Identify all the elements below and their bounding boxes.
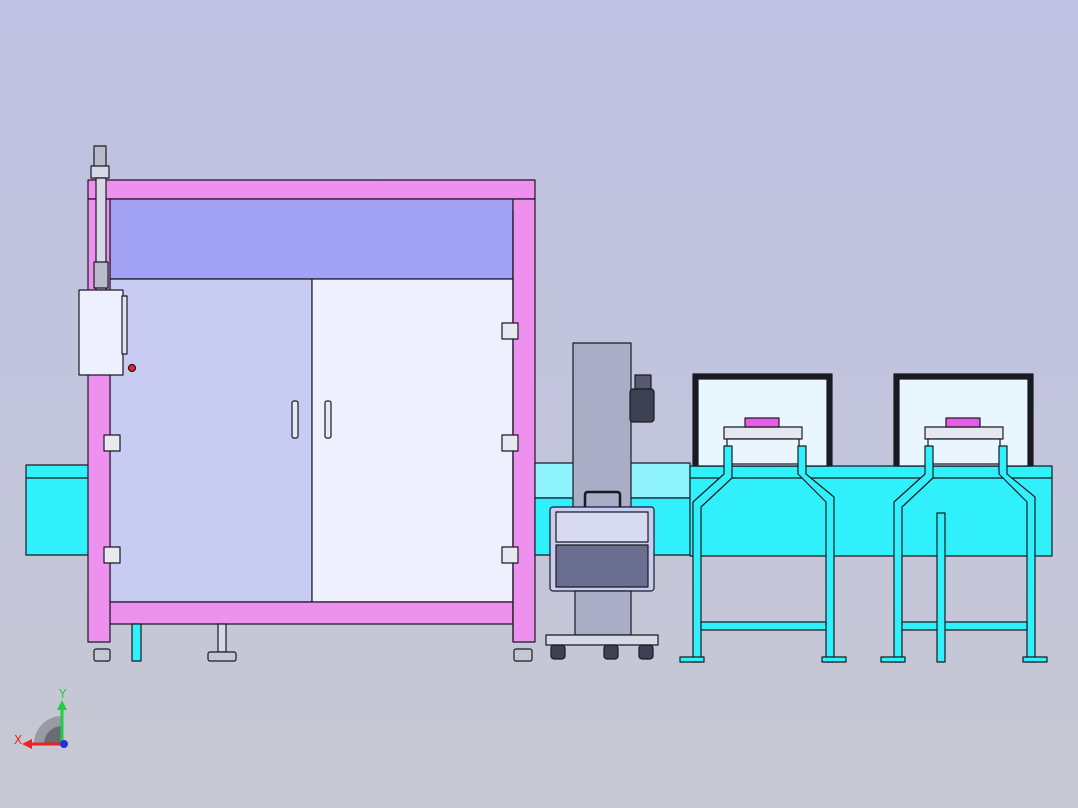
cabinet-leg-left <box>131 623 142 662</box>
labeler-dark-panel <box>555 544 649 588</box>
left-door-handle[interactable] <box>291 400 299 439</box>
hinge-left-mid <box>103 434 121 452</box>
cabinet-leveling-foot-2 <box>513 648 533 662</box>
control-box <box>78 289 137 376</box>
x-arrow-head <box>22 739 32 749</box>
right-door-handle[interactable] <box>324 400 332 439</box>
inspection-station-1 <box>679 373 847 663</box>
stand-center-post-2 <box>936 512 946 663</box>
cabinet-right-door[interactable] <box>311 278 514 603</box>
coordinate-triad[interactable]: Y X <box>12 686 82 752</box>
hinge-right-top <box>501 322 519 340</box>
labeler-motor <box>629 388 655 423</box>
hinge-right-low <box>501 546 519 564</box>
stand-crossbar-2 <box>901 621 1028 631</box>
labeler-cart-plate <box>545 634 659 646</box>
caster-right <box>638 644 654 660</box>
x-axis-label: X <box>14 733 22 747</box>
emergency-stop-button[interactable] <box>127 363 137 373</box>
pink-label-holder-2 <box>945 417 981 428</box>
cabinet-leveling-foot-0 <box>93 648 111 662</box>
cabinet-enclosure <box>87 179 536 662</box>
cabinet-left-door[interactable] <box>109 278 313 603</box>
z-axis-dot <box>60 740 68 748</box>
hinge-right-mid <box>501 434 519 452</box>
labeler-column <box>572 342 632 509</box>
vertical-rod-assembly <box>90 145 110 291</box>
cabinet-leveling-foot-1 <box>217 623 227 653</box>
y-arrow-head <box>57 700 67 710</box>
caster-mid <box>603 644 619 660</box>
stand-crossbar-1 <box>700 621 827 631</box>
labeler-station <box>545 342 659 660</box>
control-box-body <box>78 289 124 376</box>
cabinet-top-beam <box>87 179 536 200</box>
cabinet-right-column <box>512 198 536 643</box>
right-conveyor-body <box>689 465 1053 557</box>
cabinet-upper-panel <box>109 198 514 280</box>
caster-left <box>550 644 566 660</box>
gantry-bar-1 <box>723 426 803 440</box>
cabinet-bottom-beam <box>109 601 514 625</box>
gantry-bar-2 <box>924 426 1004 440</box>
hinge-left-low <box>103 546 121 564</box>
right-conveyor <box>689 465 1053 557</box>
inspection-station-2 <box>880 373 1048 663</box>
y-axis-label: Y <box>58 687 67 701</box>
pink-label-holder-1 <box>744 417 780 428</box>
labeler-base-block <box>574 590 632 636</box>
labeler-carry-handle[interactable] <box>583 490 622 508</box>
